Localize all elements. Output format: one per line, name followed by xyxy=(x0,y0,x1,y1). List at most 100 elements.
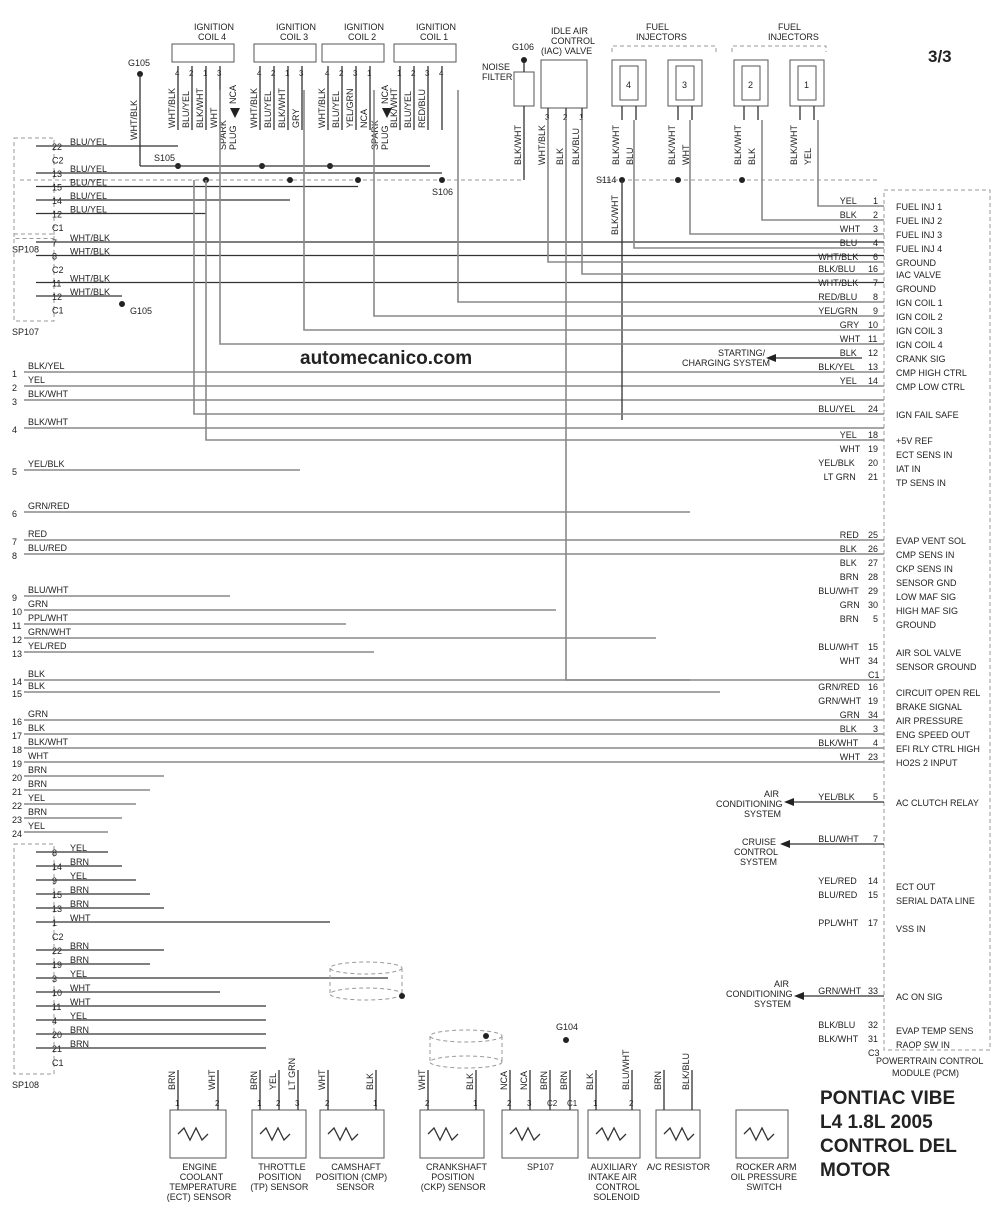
splice-color: BRN xyxy=(70,857,89,867)
left-wire-color: GRN xyxy=(28,599,48,609)
splice-pin: 15 xyxy=(52,183,62,193)
component-label: POSITION xyxy=(258,1172,301,1182)
pcm-pin-number: 29 xyxy=(868,586,878,596)
injector-wire: BLK/WHT xyxy=(667,124,677,165)
pcm-pin-number: 32 xyxy=(868,1020,878,1030)
pcm-pin-number: 4 xyxy=(873,238,878,248)
iac-label: CONTROL xyxy=(551,36,595,46)
splice-pin: C2 xyxy=(52,932,64,942)
pcm-pin-number: 4 xyxy=(873,738,878,748)
pcm-pin-function: IGN COIL 1 xyxy=(896,298,943,308)
pcm-pin-number: 33 xyxy=(868,986,878,996)
pcm-pin-function: GROUND xyxy=(896,620,936,630)
pcm-pin-number: 13 xyxy=(868,362,878,372)
pcm-pin-number: 8 xyxy=(873,292,878,302)
system-ac1: CONDITIONING xyxy=(716,799,783,809)
pcm-pin-function: SERIAL DATA LINE xyxy=(896,896,975,906)
pcm-pin-number: 12 xyxy=(868,348,878,358)
component-pin: 2 xyxy=(425,1099,430,1108)
splice-pin: 21 xyxy=(52,1044,62,1054)
left-wire: 10 GRN xyxy=(12,599,556,617)
pcm-pin-function: IGN COIL 2 xyxy=(896,312,943,322)
external-systems: STARTING/ CHARGING SYSTEM AIR CONDITIONI… xyxy=(682,348,884,1009)
pcm-pin-number: 31 xyxy=(868,1034,878,1044)
splice-color: BRN xyxy=(70,955,89,965)
pcm-pin-number: 18 xyxy=(868,430,878,440)
splice-row: C1 xyxy=(52,1058,64,1068)
pcm-wire-color: LT GRN xyxy=(824,472,856,482)
pcm-pin-number: 25 xyxy=(868,530,878,540)
system-starting: CHARGING SYSTEM xyxy=(682,358,770,368)
coil-wire: NCA xyxy=(359,109,369,128)
pcm-pin-function: AIR PRESSURE xyxy=(896,716,963,726)
injector-number: 2 xyxy=(748,80,753,90)
left-wire-number: 19 xyxy=(12,759,22,769)
injector-wire: YEL xyxy=(803,148,813,165)
iac-label: IDLE AIR xyxy=(551,26,589,36)
pcm-pin-function: FUEL INJ 4 xyxy=(896,244,942,254)
left-wire-color: YEL/RED xyxy=(28,641,67,651)
left-wire-number: 3 xyxy=(12,397,17,407)
splice-color: WHT/BLK xyxy=(70,233,110,243)
pcm-pin-number: 2 xyxy=(873,210,878,220)
left-wire-number: 14 xyxy=(12,677,22,687)
component-wire: BRN xyxy=(167,1071,177,1090)
left-wire-color: RED xyxy=(28,529,48,539)
splice-pin: 4 xyxy=(52,1016,57,1026)
coil-wire: WHT/BLK xyxy=(249,88,259,128)
pcm-wire-color: RED xyxy=(840,530,860,540)
splice-pin: 11 xyxy=(52,1002,61,1012)
pcm-pin-function: CRANK SIG xyxy=(896,354,946,364)
pcm-pin-function: VSS IN xyxy=(896,924,926,934)
left-wire-color: BLK/YEL xyxy=(28,361,65,371)
pcm-wire-color: WHT xyxy=(840,224,861,234)
left-wire-number: 10 xyxy=(12,607,22,617)
g104-label: G104 xyxy=(556,1022,578,1032)
left-wire-color: YEL/BLK xyxy=(28,459,65,469)
component-wire: BRN xyxy=(653,1071,663,1090)
pcm-wire-color: YEL/RED xyxy=(818,876,857,886)
component-wire: BLK/BLU xyxy=(681,1053,691,1090)
left-wire-number: 24 xyxy=(12,829,22,839)
splice-pin: 8 xyxy=(52,252,57,262)
coil-wire: BLK/WHT xyxy=(389,87,399,128)
injector-wire: BLK xyxy=(747,148,757,165)
s105-label: S105 xyxy=(154,153,175,163)
coil-label: IGNITION xyxy=(194,22,234,32)
splice-pin: 12 xyxy=(52,210,62,220)
pcm-pin-function: SENSOR GROUND xyxy=(896,662,977,672)
splice-color: BLU/YEL xyxy=(70,164,107,174)
pcm-wire-color: WHT xyxy=(840,444,861,454)
pcm-wire-color: BLU/RED xyxy=(818,890,858,900)
pcm-pin-number: 16 xyxy=(868,264,878,274)
shield-bundles: G104 xyxy=(329,961,578,1069)
component-label: INTAKE AIR xyxy=(588,1172,637,1182)
left-wire-color: BLU/WHT xyxy=(28,585,69,595)
